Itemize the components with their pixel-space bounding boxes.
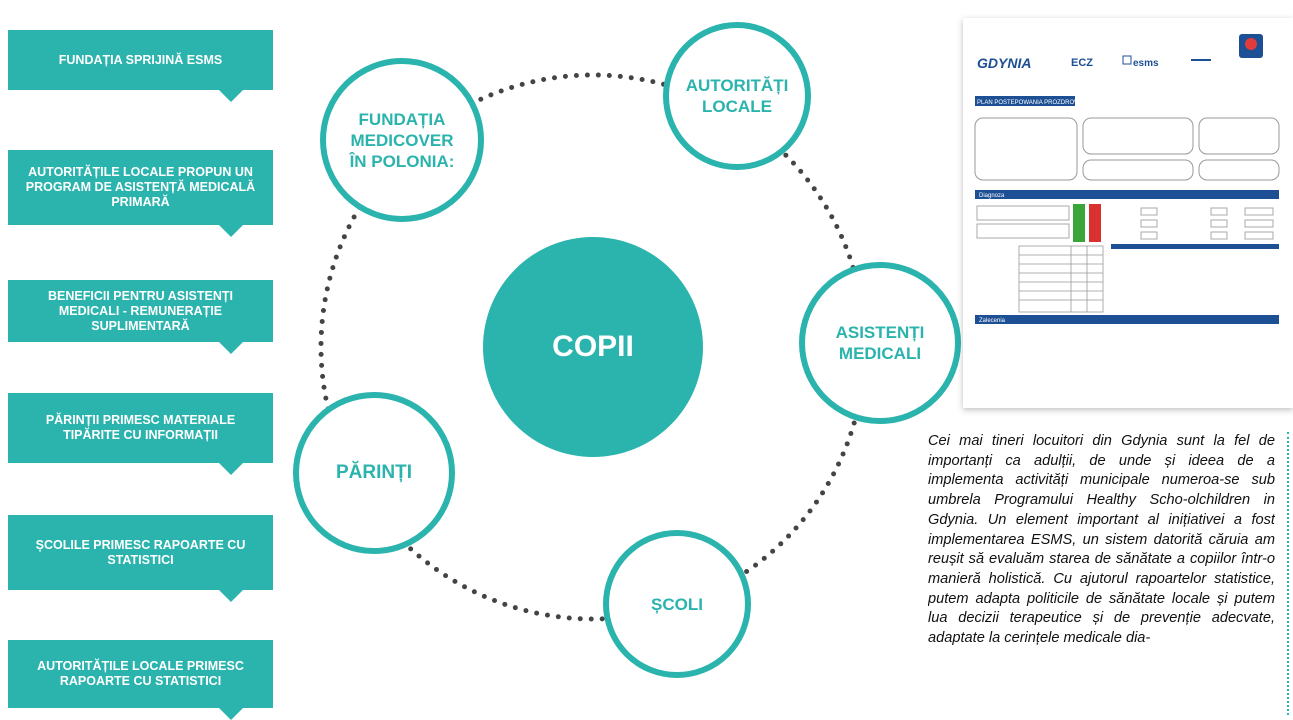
box-parintii-primesc: PĂRINȚII PRIMESC MATERIALE TIPĂRITE CU I…	[8, 393, 273, 475]
form-box-c	[1198, 117, 1280, 155]
node-asistenti-medicali: ASISTENȚI MEDICALI	[799, 262, 961, 424]
form-row-1	[976, 205, 1070, 221]
node-label: ASISTENȚI MEDICALI	[835, 323, 925, 363]
box-autoritati-propun: AUTORITĂȚILE LOCALE PROPUN UN PROGRAM DE…	[8, 150, 273, 237]
form-box-b	[1082, 117, 1194, 155]
node-label: PĂRINȚI	[336, 462, 412, 483]
form-preview: GDYNIA ECZ esms PLAN POSTEPOWANIA PROZDR…	[963, 18, 1293, 408]
form-box-a	[974, 117, 1078, 181]
form-footer-bar	[975, 315, 1279, 324]
form-section-bar	[975, 190, 1279, 199]
form-footer-text: Zalecenia	[979, 318, 1006, 324]
description-paragraph: Cei mai tineri locuitori din Gdynia sunt…	[928, 433, 1275, 647]
box-scolile-primesc: ȘCOLILE PRIMESC RAPOARTE CU STATISTICI	[8, 515, 273, 602]
box-text: BENEFICII PENTRU ASISTENȚI MEDICALI - RE…	[48, 288, 233, 333]
form-header-text: PLAN POSTEPOWANIA PROZDROWOTNEGO	[977, 100, 1106, 106]
box-text: FUNDAȚIA SPRIJINĂ ESMS	[58, 52, 223, 67]
form-table	[1018, 245, 1104, 313]
form-green-flag	[1073, 204, 1085, 242]
form-section-text: Diagnoza	[979, 193, 1005, 199]
form-box-e	[1198, 159, 1280, 181]
form-box-d	[1082, 159, 1194, 181]
paragraph-dotted-rule	[1287, 432, 1289, 715]
node-parinti: PĂRINȚI	[293, 392, 455, 554]
node-label: ȘCOLI	[651, 594, 703, 614]
form-row-2	[976, 223, 1070, 239]
node-autoritati-locale: AUTORITĂȚI LOCALE	[663, 22, 811, 170]
center-copii: COPII	[483, 237, 703, 457]
box-text: PĂRINȚII PRIMESC MATERIALE TIPĂRITE CU I…	[45, 413, 236, 442]
box-autoritati-primesc: AUTORITĂȚILE LOCALE PRIMESC RAPOARTE CU …	[8, 640, 273, 720]
box-fundatia-sprijina: FUNDAȚIA SPRIJINĂ ESMS	[8, 30, 273, 102]
logo-gdynia: GDYNIA	[977, 55, 1031, 71]
form-drawing: GDYNIA ECZ esms PLAN POSTEPOWANIA PROZDR…	[974, 34, 1280, 324]
box-text: AUTORITĂȚILE LOCALE PRIMESC RAPOARTE CU …	[37, 659, 244, 688]
node-label: AUTORITĂȚI LOCALE	[685, 76, 789, 116]
node-scoli: ȘCOLI	[603, 530, 751, 678]
form-header-bar	[975, 96, 1075, 106]
logo-crest-dot	[1245, 38, 1257, 50]
center-label: COPII	[552, 330, 634, 363]
node-label: FUNDAȚIA MEDICOVER ÎN POLONIA:	[349, 109, 455, 171]
node-fundatia-medicover: FUNDAȚIA MEDICOVER ÎN POLONIA:	[320, 58, 484, 222]
logo-esms: esms	[1133, 58, 1159, 69]
form-mini-fields	[1140, 207, 1274, 240]
box-beneficii-asistenti: BENEFICII PENTRU ASISTENȚI MEDICALI - RE…	[8, 280, 273, 354]
box-text: AUTORITĂȚILE LOCALE PROPUN UN PROGRAM DE…	[25, 165, 256, 209]
box-text: ȘCOLILE PRIMESC RAPOARTE CU STATISTICI	[35, 537, 246, 567]
logo-ecz: ECZ	[1071, 57, 1093, 69]
form-sub-bar	[1111, 244, 1279, 249]
logo-esms-mark	[1122, 55, 1132, 65]
form-red-flag	[1089, 204, 1101, 242]
